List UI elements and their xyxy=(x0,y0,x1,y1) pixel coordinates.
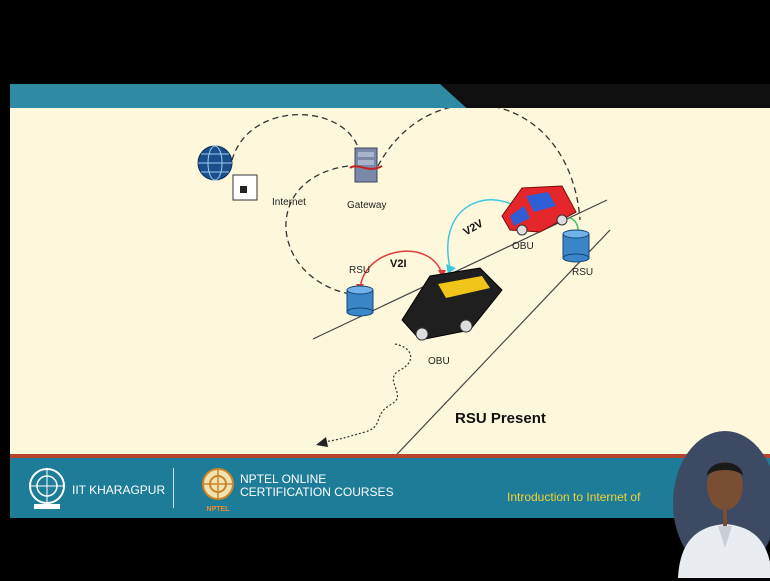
squiggle-arrowhead xyxy=(316,437,328,447)
v2i-label: V2I xyxy=(390,258,407,270)
video-letterbox-bottom xyxy=(0,518,770,581)
road-edge-lower xyxy=(396,229,611,454)
v2i-arrow xyxy=(359,250,443,293)
rsu-present-caption: RSU Present xyxy=(455,410,546,427)
slide-footer: IIT KHARAGPUR NPTEL NPTEL ONLINE CERTIFI… xyxy=(10,454,770,518)
nptel-line-2: CERTIFICATION COURSES xyxy=(240,485,394,499)
squiggle-arrow xyxy=(321,343,412,443)
red-car-icon xyxy=(501,185,577,236)
nptel-logo: NPTEL xyxy=(202,468,234,513)
course-title: Introduction to Internet of xyxy=(507,490,641,504)
globe-icon xyxy=(197,145,233,181)
nptel-line-1: NPTEL ONLINE xyxy=(240,472,327,486)
nptel-logo-text: NPTEL xyxy=(207,506,231,513)
footer-divider xyxy=(173,468,174,508)
link-gateway-rsu-right xyxy=(377,108,581,221)
link-globe-gateway xyxy=(231,114,361,161)
internet-label: Internet xyxy=(272,197,306,208)
vanet-diagram xyxy=(197,108,611,454)
rsu-right-icon xyxy=(562,229,590,263)
gateway-label: Gateway xyxy=(347,200,387,211)
rsu-left-icon xyxy=(346,285,374,317)
video-letterbox-top xyxy=(0,0,770,84)
v2v-arrowhead xyxy=(446,264,456,274)
presenter-video-overlay xyxy=(673,431,770,578)
rsu-right-label: RSU xyxy=(572,267,594,278)
computer-icon xyxy=(232,174,258,201)
obu-black-car-label: OBU xyxy=(428,356,450,367)
obu-red-car-label: OBU xyxy=(512,241,534,252)
rsu-left-label: RSU xyxy=(349,265,371,276)
black-car-icon xyxy=(401,267,503,341)
iit-kharagpur-logo xyxy=(29,468,65,509)
slide-header-dark-segment xyxy=(440,84,770,108)
slide-content: Internet Gateway RSU RSU V2I V2V OBU OBU… xyxy=(10,108,770,454)
gateway-server-icon xyxy=(349,147,383,183)
car-rsu-arrow xyxy=(569,217,579,231)
institute-name: IIT KHARAGPUR xyxy=(72,483,166,497)
link-gateway-rsu-left xyxy=(285,165,351,295)
